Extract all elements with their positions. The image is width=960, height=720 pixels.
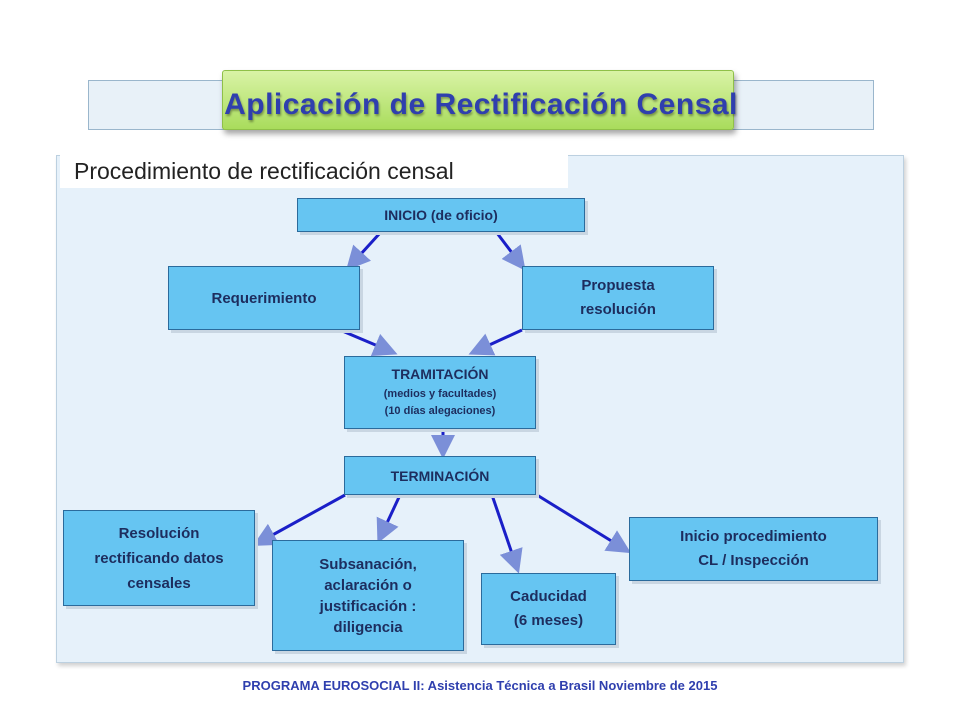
node-resolucion-line-1: Resolución xyxy=(118,524,200,542)
node-terminacion-label: TERMINACIÓN xyxy=(390,467,490,484)
node-inicio-cl-line-1: Inicio procedimiento xyxy=(680,528,827,545)
node-subsanacion: Subsanación, aclaración o justificación … xyxy=(272,540,464,651)
node-propuesta: Propuesta resolución xyxy=(522,266,714,330)
node-resolucion: Resolución rectificando datos censales xyxy=(63,510,255,606)
node-resolucion-line-2: rectificando datos xyxy=(94,549,224,567)
node-inicio-cl-line-2: CL / Inspección xyxy=(698,552,809,569)
node-subsanacion-line-2: aclaración o xyxy=(324,576,412,594)
panel-subtitle: Procedimiento de rectificación censal xyxy=(60,154,568,188)
node-terminacion: TERMINACIÓN xyxy=(344,456,536,495)
arrow-terminacion-inicio-cl xyxy=(536,493,632,554)
node-inicio: INICIO (de oficio) xyxy=(297,198,585,232)
arrow-terminacion-subsanacion xyxy=(376,494,402,544)
node-subsanacion-line-4: diligencia xyxy=(333,618,403,636)
node-resolucion-line-3: censales xyxy=(127,574,191,592)
node-caducidad: Caducidad (6 meses) xyxy=(481,573,616,645)
node-requerimiento-label: Requerimiento xyxy=(211,289,317,307)
node-caducidad-line-2: (6 meses) xyxy=(513,612,584,629)
node-tramitacion-line-1: TRAMITACIÓN xyxy=(391,365,489,382)
node-subsanacion-line-3: justificación : xyxy=(319,597,417,615)
node-caducidad-line-1: Caducidad xyxy=(510,588,587,605)
node-propuesta-line-1: Propuesta xyxy=(581,277,655,294)
node-tramitacion-line-3: (10 días alegaciones) xyxy=(384,404,496,417)
node-tramitacion-line-2: (medios y facultades) xyxy=(383,387,497,400)
node-inicio-cl: Inicio procedimiento CL / Inspección xyxy=(629,517,878,581)
arrow-terminacion-caducidad xyxy=(490,494,523,574)
node-inicio-label: INICIO (de oficio) xyxy=(384,207,498,223)
node-propuesta-line-2: resolución xyxy=(580,301,656,318)
arrow-requerimiento-tramitacion xyxy=(339,328,398,357)
node-subsanacion-line-1: Subsanación, xyxy=(319,555,417,573)
arrow-terminacion-resolucion xyxy=(252,493,346,546)
footer-text: PROGRAMA EUROSOCIAL II: Asistencia Técni… xyxy=(242,678,718,693)
node-requerimiento: Requerimiento xyxy=(168,266,360,330)
arrow-inicio-requerimiento xyxy=(345,231,382,271)
title-banner xyxy=(222,70,734,130)
page-title: Aplicación de Rectificación Censal xyxy=(224,88,738,121)
arrow-propuesta-tramitacion xyxy=(468,328,523,356)
node-tramitacion: TRAMITACIÓN (medios y facultades) (10 dí… xyxy=(344,356,536,429)
arrow-inicio-propuesta xyxy=(495,232,526,271)
